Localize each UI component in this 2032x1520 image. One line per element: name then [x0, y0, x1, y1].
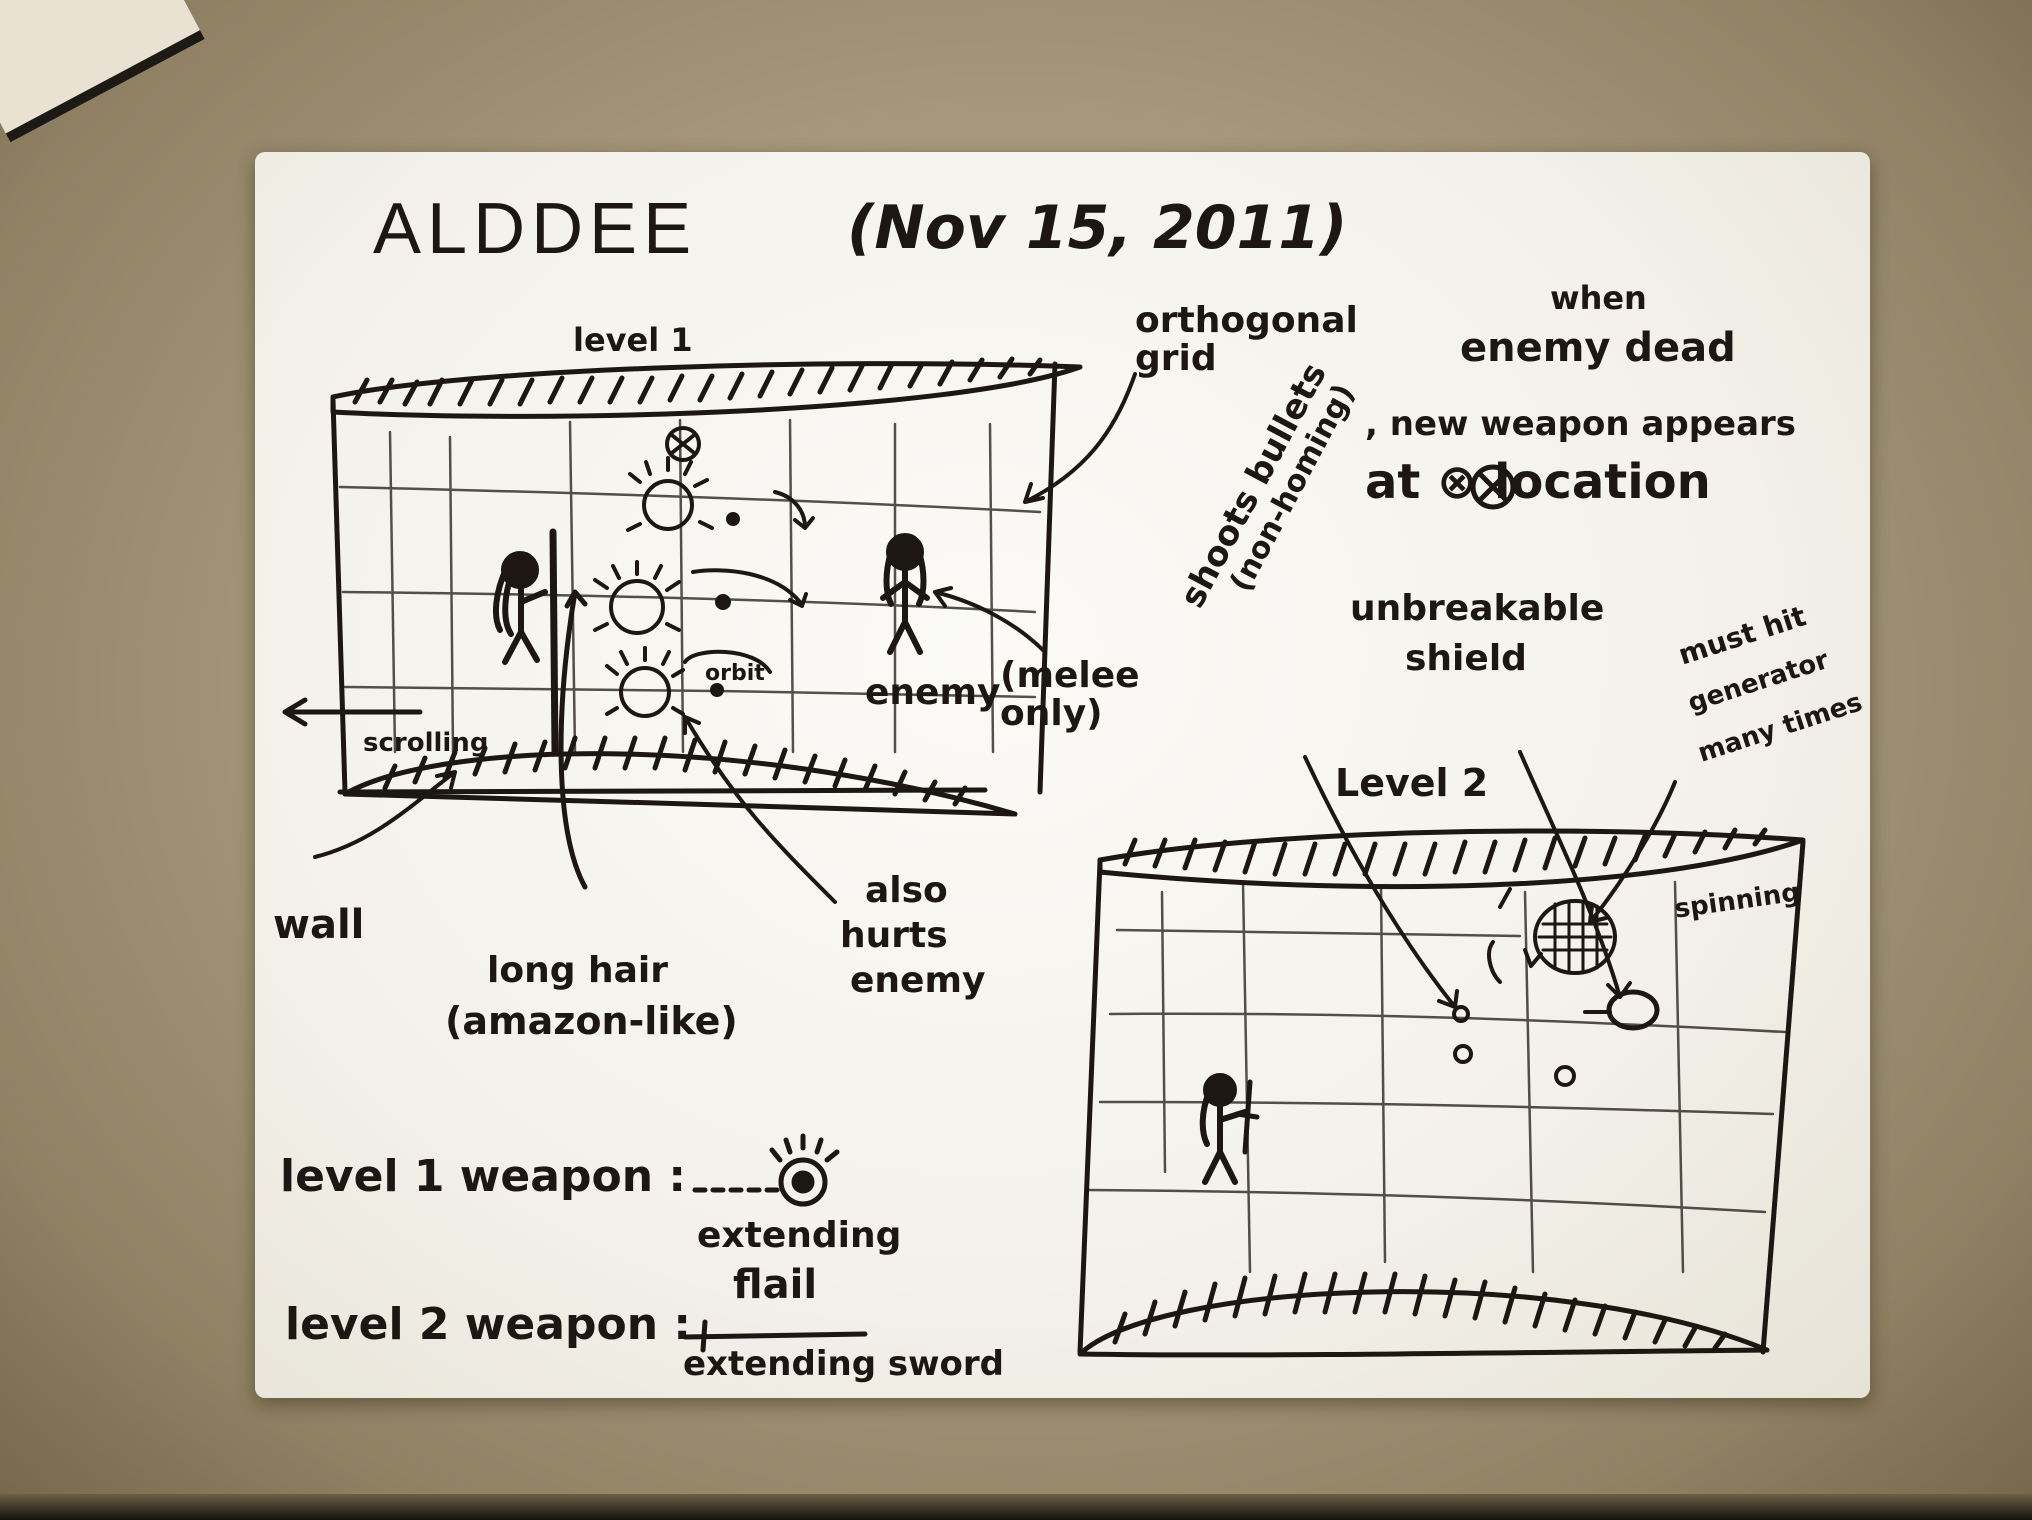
level2-top-wall [1097, 827, 1806, 890]
level1-flails [593, 426, 740, 718]
level1-bottom-wall [342, 735, 1018, 817]
level2-generator [1487, 887, 1660, 1031]
long-hair-line2: (amazon-like) [445, 999, 738, 1043]
wall-label: wall [273, 902, 365, 948]
level2-frame [1077, 839, 1806, 1355]
also-hurts-line2: hurts [840, 915, 948, 956]
circle-x-icon [1470, 464, 1516, 510]
unbreakable-line1: unbreakable [1350, 588, 1605, 629]
unbreakable-line2: shield [1405, 638, 1527, 679]
level1-player [493, 528, 559, 756]
level2-label: Level 2 [1335, 761, 1489, 805]
enemy-dead-line3: , new weapon appears [1365, 404, 1797, 444]
level1-frame [330, 361, 1058, 795]
level2-weapon-name: extending sword [683, 1344, 1004, 1384]
level2-player [1199, 1073, 1260, 1185]
enemy-dead-line2: enemy dead [1460, 325, 1736, 371]
level1-grid [338, 418, 1042, 754]
level2-annotation-arrows [1303, 750, 1677, 1009]
level1-weapon-name-line2: flail [733, 1262, 818, 1308]
level2-bullets [1452, 1005, 1576, 1087]
level1-label: level 1 [573, 321, 693, 359]
level1-orbit-arrows [683, 490, 815, 674]
sketch-date: (Nov 15, 2011) [847, 193, 1348, 263]
level1-annotation-arrows [282, 372, 1137, 904]
level1-enemy [880, 533, 930, 655]
orbit-label: orbit [705, 661, 765, 686]
level1-weapon-name-line1: extending [697, 1215, 902, 1256]
scrolling-label: scrolling [363, 728, 489, 758]
sketch-drawings [282, 356, 1806, 1358]
melee-only-label: (melee only) [1000, 655, 1140, 734]
enemy-dead-line4: at ⊗ location [1365, 454, 1711, 510]
also-hurts-line1: also [865, 870, 948, 911]
level1-panel [282, 356, 1137, 904]
also-hurts-line3: enemy [850, 960, 986, 1001]
desk-object-corner [0, 0, 205, 143]
level1-top-wall [330, 356, 1083, 419]
long-hair-line1: long hair [487, 950, 669, 991]
enemy-dead-line1: when [1550, 279, 1647, 317]
level2-weapon-label: level 2 weapon : [285, 1299, 691, 1350]
desk-shadow [0, 1494, 2032, 1520]
level2-panel [1077, 464, 1806, 1358]
orthogonal-grid-label: orthogonal grid [1135, 300, 1358, 379]
sketch-title: ALDDEE [373, 189, 698, 269]
level2-bottom-wall [1077, 1271, 1770, 1358]
weapon-legend-drawings [682, 1133, 868, 1353]
level2-grid [1085, 880, 1787, 1274]
level1-weapon-label: level 1 weapon : [280, 1151, 686, 1202]
sketch-paper: ALDDEE (Nov 15, 2011) level 1 orthogonal… [255, 152, 1870, 1398]
enemy-label: enemy [865, 672, 1001, 713]
